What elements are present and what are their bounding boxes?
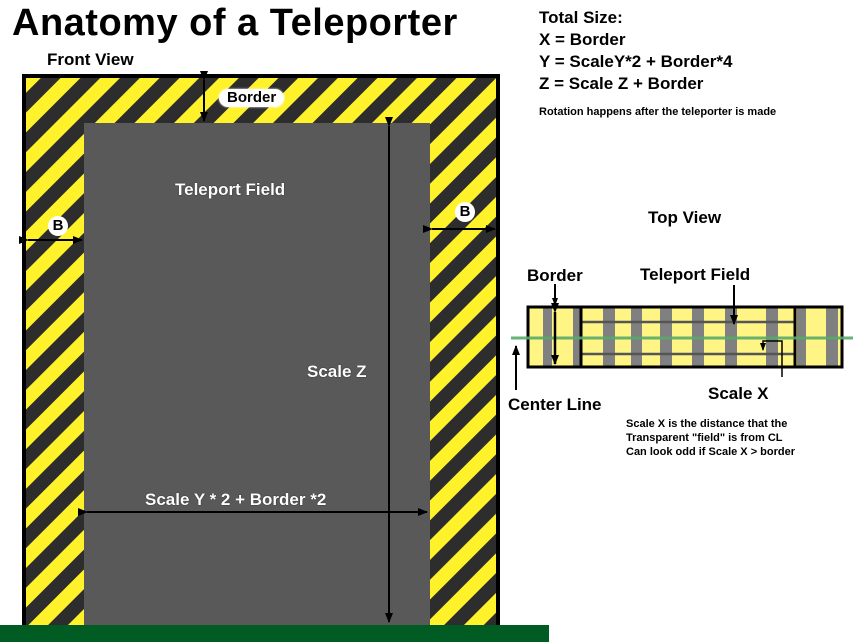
total-size-z: Z = Scale Z + Border xyxy=(539,74,704,93)
total-size-x: X = Border xyxy=(539,30,626,49)
total-size-y: Y = ScaleY*2 + Border*4 xyxy=(539,52,733,71)
b-right-label: B xyxy=(455,202,475,222)
border-label: Border xyxy=(219,89,285,107)
b-left-label: B xyxy=(48,216,68,236)
scale-z-label: Scale Z xyxy=(307,362,367,381)
footer-bar xyxy=(0,625,549,642)
total-size-heading: Total Size: xyxy=(539,8,623,27)
scale-x-note-3: Can look odd if Scale X > border xyxy=(626,446,796,458)
diagram-title: Anatomy of a Teleporter xyxy=(12,2,458,44)
center-line-label: Center Line xyxy=(508,395,602,414)
teleport-field-label: Teleport Field xyxy=(175,180,286,199)
rotation-note: Rotation happens after the teleporter is… xyxy=(539,106,777,118)
scale-x-pointer-arrow xyxy=(760,340,783,377)
scale-x-note-2: Transparent "field" is from CL xyxy=(626,432,783,444)
scale-y-label: Scale Y * 2 + Border *2 xyxy=(145,490,327,509)
top-border-label: Border xyxy=(527,266,583,285)
scale-x-note-1: Scale X is the distance that the xyxy=(626,418,788,430)
top-view-heading: Top View xyxy=(648,208,722,227)
teleport-field-area xyxy=(84,123,430,642)
scale-x-label: Scale X xyxy=(708,384,769,403)
top-teleport-field-label: Teleport Field xyxy=(640,265,751,284)
front-view-heading: Front View xyxy=(47,50,134,69)
front-view-frame xyxy=(22,74,500,642)
